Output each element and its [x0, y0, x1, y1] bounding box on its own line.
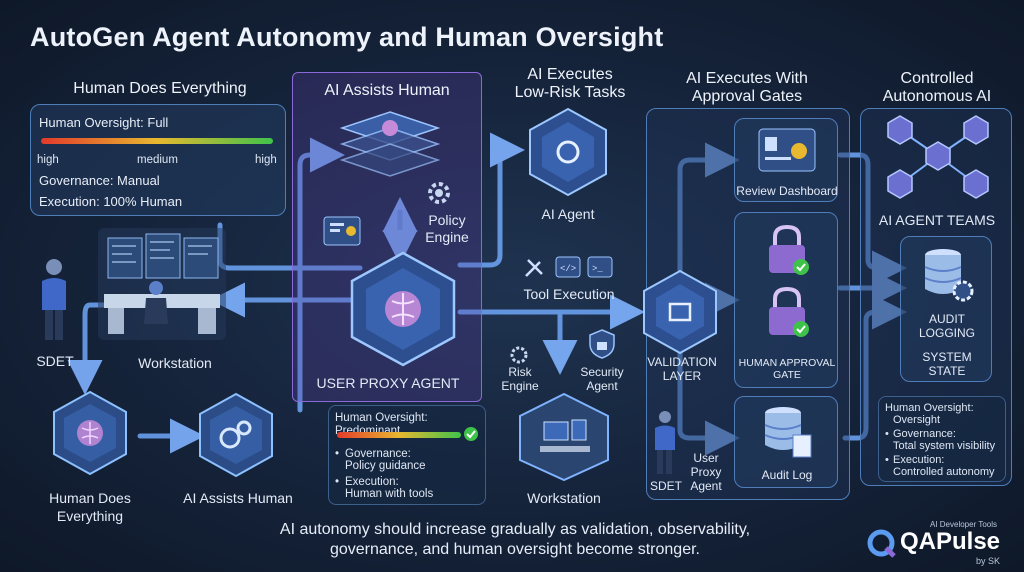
user-proxy-brain-hex-icon — [350, 251, 456, 367]
audit-log-label: Audit Log — [761, 468, 813, 482]
predominant-gradient-bar — [337, 432, 461, 438]
svg-text:</>: </> — [560, 264, 576, 274]
approval-gate-label-1: HUMAN APPROVAL — [738, 357, 836, 369]
oversight-label: Human Oversight: Full — [39, 115, 169, 130]
brand-byline: by SK — [976, 556, 1001, 566]
security-agent-label-2: Agent — [586, 379, 618, 393]
oversight-box-stage5: Human Oversight: Oversight • Governance:… — [878, 396, 1006, 482]
gear-icon — [428, 182, 450, 204]
risk-engine-label-2: Engine — [501, 379, 539, 393]
oversight-label-2: Oversight — [893, 414, 941, 426]
footer-line-1: AI autonomy should increase gradually as… — [279, 521, 751, 538]
human-does-everything-label-1: Human Does — [49, 490, 131, 506]
sdet-person-icon-2 — [655, 411, 675, 474]
oversight-execution-2: Controlled autonomy — [893, 466, 995, 478]
review-dashboard-label: Review Dashboard — [736, 184, 838, 198]
lock-icon-2 — [769, 286, 809, 337]
stage5-header-2: Autonomous AI — [882, 88, 992, 105]
human-does-everything-label-2: Everything — [56, 508, 124, 524]
sdet2-label: SDET — [649, 479, 682, 493]
qapulse-logo-icon — [867, 529, 896, 558]
policy-engine-label-2: Engine — [425, 229, 469, 245]
security-agent-label-1: Security — [580, 365, 624, 379]
validation-hex-icon — [643, 269, 717, 355]
predominant-governance-2: Policy guidance — [345, 460, 426, 472]
validation-label-2: LAYER — [662, 369, 702, 383]
ai-agent-label: AI Agent — [541, 206, 595, 222]
audit-logging-label-2: LOGGING — [918, 326, 975, 340]
agent-teams-network-icon — [887, 115, 989, 199]
user-proxy-agent-label: USER PROXY AGENT — [316, 375, 460, 391]
stage3-header-2: Low-Risk Tasks — [514, 84, 626, 101]
database-gear-icon — [924, 249, 974, 302]
audit-logging-label-1: AUDIT — [929, 312, 965, 326]
approval-gate-label-2: GATE — [773, 369, 801, 381]
dashboard-icon — [758, 128, 816, 172]
tool-execution-label: Tool Execution — [523, 286, 615, 302]
lock-icon — [769, 224, 809, 275]
oversight-governance-2: Total system visibility — [893, 440, 996, 452]
stage1-oversight-panel: Human Oversight: Full high medium high G… — [30, 104, 286, 216]
workstation-icon — [98, 228, 226, 340]
tool-icons: </> >_ — [522, 254, 622, 285]
stacked-brain-icon — [339, 111, 441, 177]
database-icon — [764, 407, 812, 458]
predominant-execution-2: Human with tools — [345, 488, 434, 500]
ai-assists-human-label: AI Assists Human — [183, 490, 293, 506]
risk-engine-label-1: Risk — [508, 365, 532, 379]
ai-agent-hex-icon — [529, 107, 607, 197]
risk-engine-gear-icon — [510, 346, 528, 364]
audit-log-card[interactable]: Audit Log — [734, 396, 838, 488]
audit-logging-card[interactable]: AUDIT LOGGING SYSTEM STATE — [900, 236, 992, 382]
footer-line-2: governance, and human oversight become s… — [329, 541, 700, 558]
system-state-label-2: STATE — [928, 364, 966, 378]
scale-mid: medium — [137, 154, 178, 166]
sdet-person-icon — [42, 259, 66, 340]
svg-text:>_: >_ — [592, 264, 603, 274]
stage4-header-2: Approval Gates — [691, 88, 803, 105]
governance-text: Governance: Manual — [39, 173, 160, 188]
footer-caption: AI autonomy should increase gradually as… — [200, 520, 830, 560]
stage5-header-1: Controlled — [900, 70, 974, 87]
human-approval-gate-card[interactable]: HUMAN APPROVAL GATE — [734, 212, 838, 388]
dashboard-screen-icon — [323, 216, 361, 246]
predominant-governance-1: Governance: — [345, 448, 411, 460]
scale-low: high — [37, 154, 59, 166]
predominant-oversight-box: Human Oversight: Predominant • Governanc… — [328, 405, 486, 505]
brand-tagline: AI Developer Tools — [930, 520, 997, 529]
validation-label-1: VALIDATION — [647, 355, 717, 369]
stage1-header: Human Does Everything — [73, 80, 247, 97]
oversight-governance-1: Governance: — [893, 428, 956, 440]
check-icon — [464, 427, 478, 441]
predominant-execution-1: Execution: — [345, 476, 399, 488]
stage3-header-1: AI Executes — [527, 66, 613, 83]
brand-name: QAPulse — [900, 528, 1001, 555]
page-title: AutoGen Agent Autonomy and Human Oversig… — [30, 22, 664, 52]
oversight-gradient-bar — [41, 138, 273, 144]
ai-agent-teams-label: AI AGENT TEAMS — [878, 212, 996, 228]
scale-high: high — [255, 154, 277, 166]
sdet-label: SDET — [36, 353, 74, 369]
oversight-label-1: Human Oversight: — [885, 402, 974, 414]
workstation2-label: Workstation — [527, 490, 601, 506]
oversight-execution-1: Execution: — [893, 454, 945, 466]
review-dashboard-card[interactable]: Review Dashboard — [734, 118, 838, 202]
user-proxy-label-1: User — [693, 451, 719, 465]
workstation-cube-icon — [519, 392, 609, 482]
workstation-label: Workstation — [138, 355, 212, 371]
security-shield-icon — [589, 329, 615, 359]
stage4-header-1: AI Executes With — [686, 70, 808, 87]
execution-text: Execution: 100% Human — [39, 194, 183, 209]
user-proxy-label-2: Proxy — [690, 465, 722, 479]
gear-hex-icon — [199, 392, 273, 478]
system-state-label-1: SYSTEM — [922, 350, 972, 364]
qapulse-logo: AI Developer Tools QAPulse by SK — [866, 520, 1016, 566]
user-proxy-label-3: Agent — [690, 479, 722, 493]
policy-engine-label-1: Policy — [428, 212, 466, 228]
brain-hex-icon — [53, 390, 127, 476]
stage2-header: AI Assists Human — [324, 82, 450, 99]
